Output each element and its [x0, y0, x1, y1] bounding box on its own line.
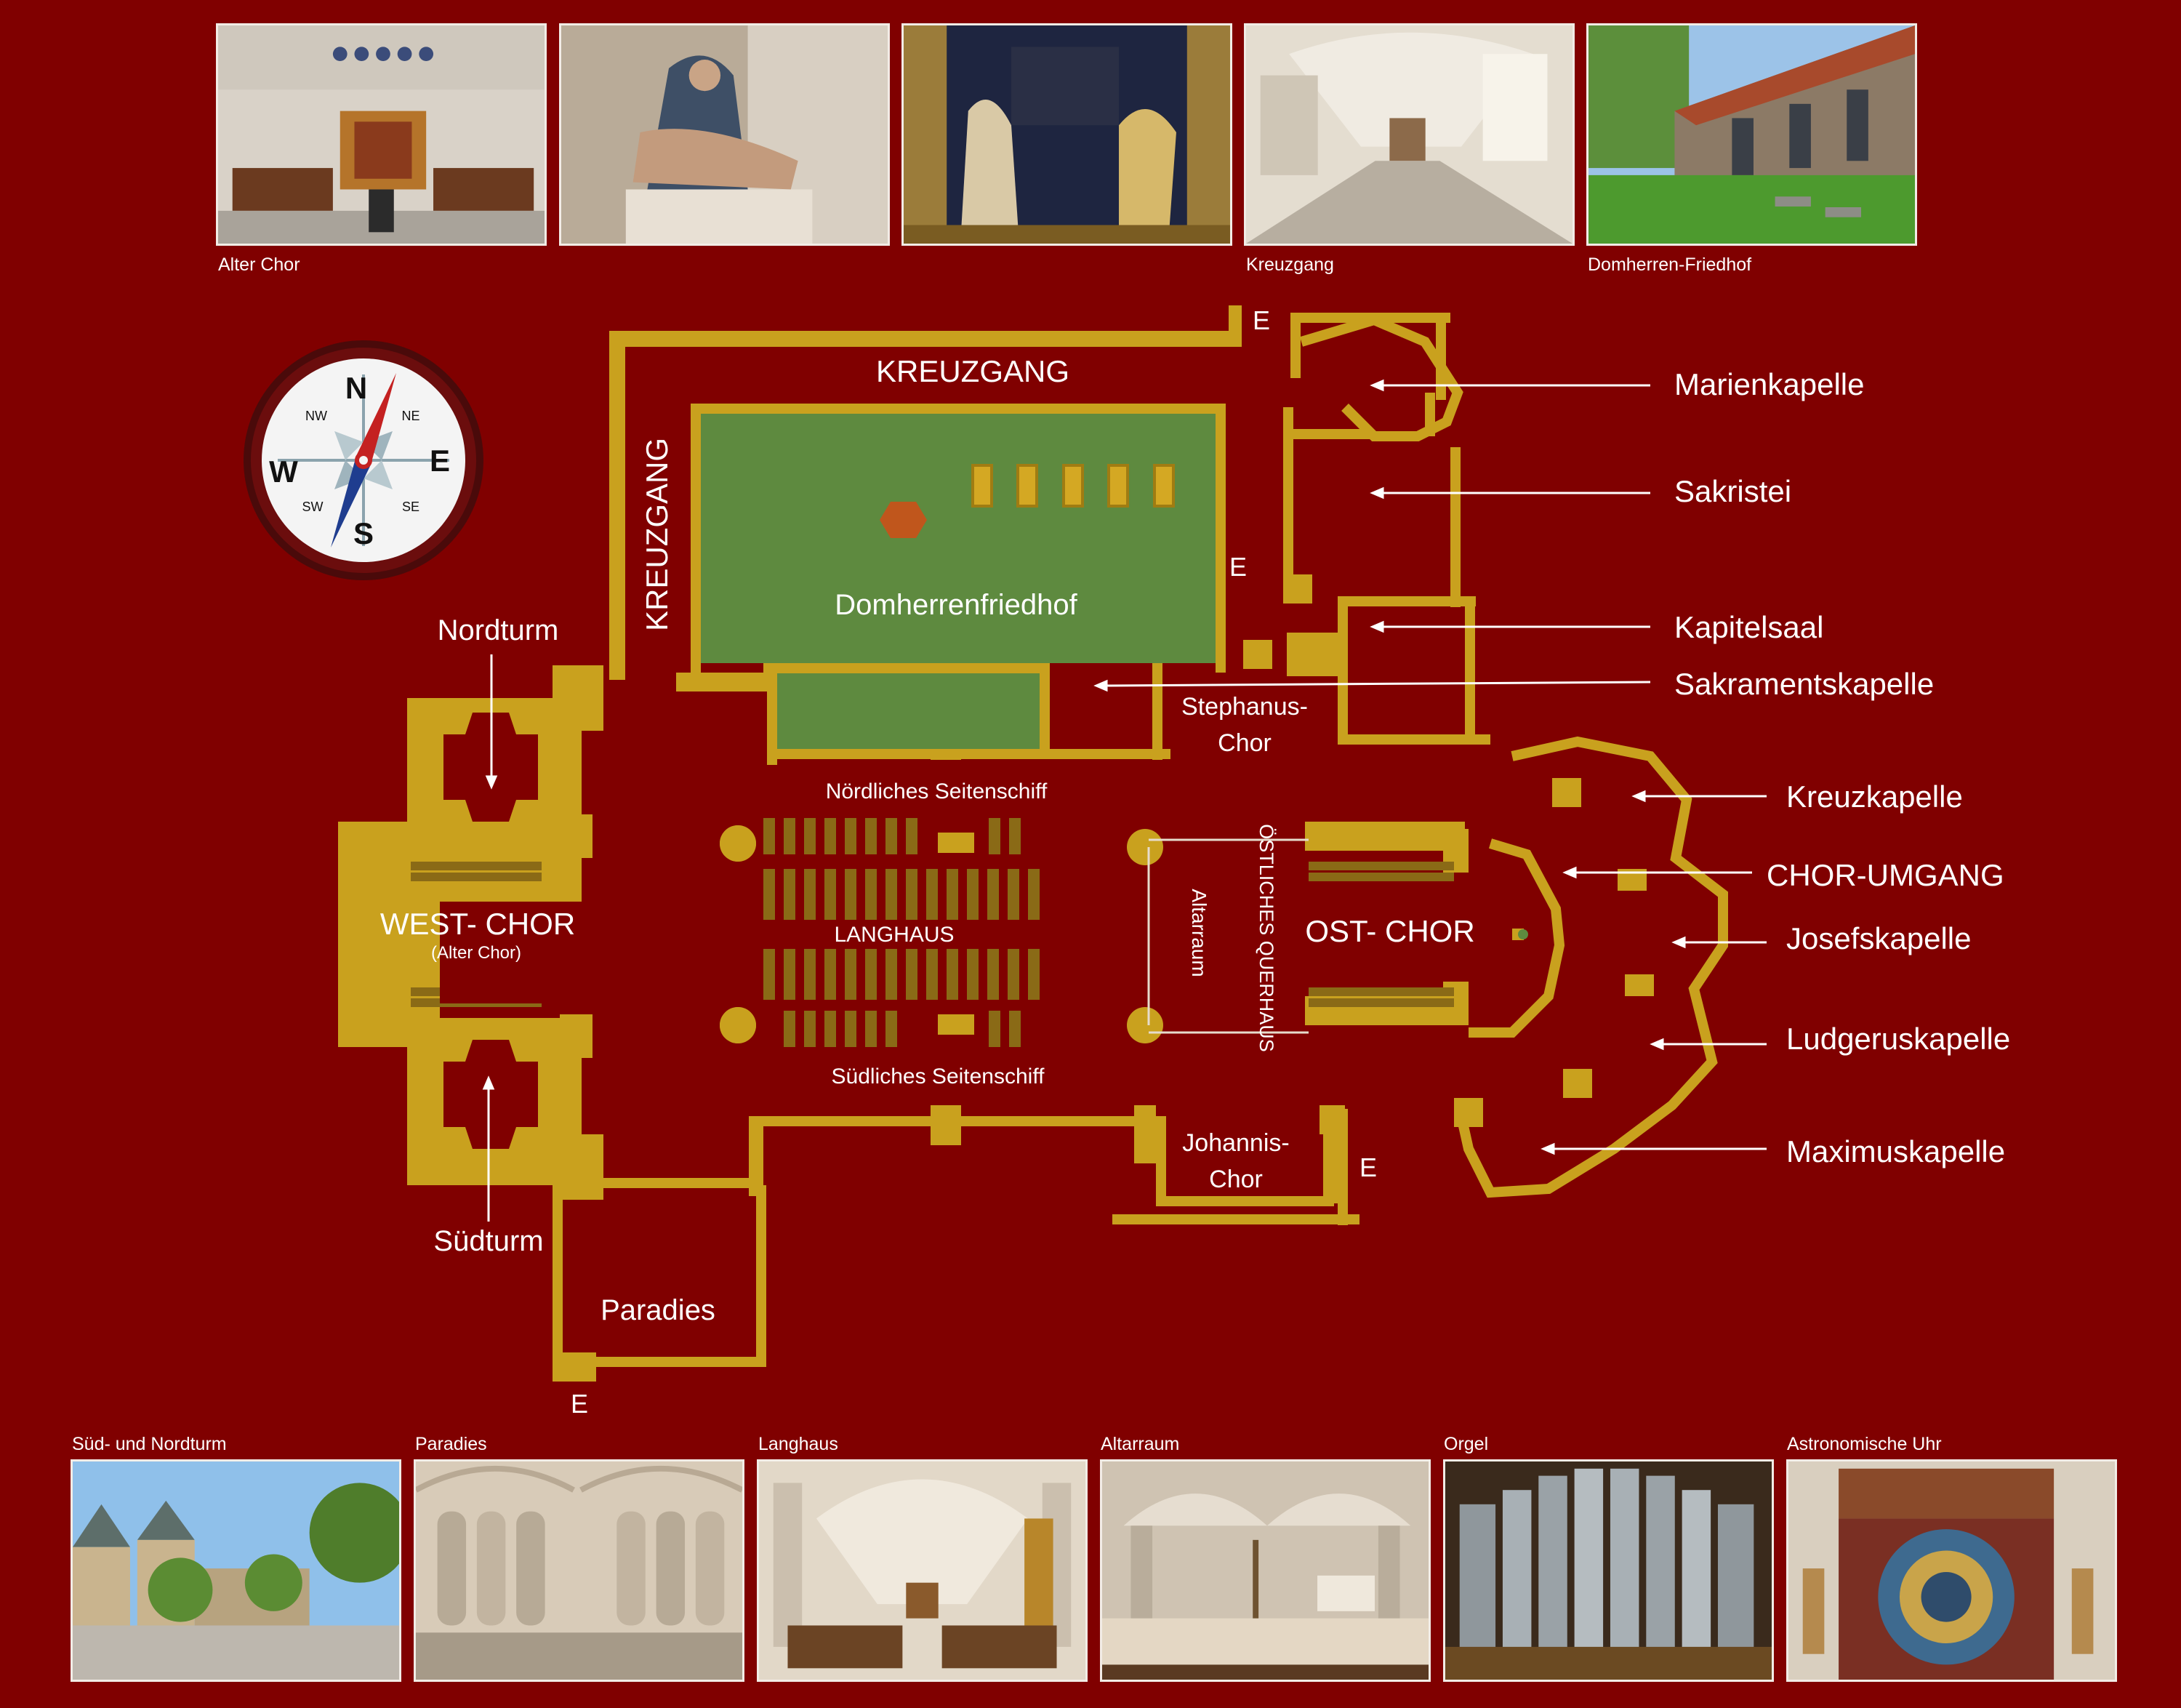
label-marienkapelle: Marienkapelle — [1674, 367, 1864, 401]
label-kapitelsaal: Kapitelsaal — [1674, 610, 1823, 644]
label-johannis-chor-1: Johannis- — [1182, 1129, 1289, 1157]
label-sakramentskapelle: Sakramentskapelle — [1674, 667, 1934, 701]
entrance-marker: E — [571, 1389, 588, 1419]
photo-epitaph — [901, 23, 1232, 246]
label-noerdliches-seitenschiff: Nördliches Seitenschiff — [826, 779, 1048, 803]
photo-pieta — [559, 23, 890, 246]
label-chor-umgang: CHOR-UMGANG — [1767, 858, 2004, 892]
photo-astronomische-uhr — [1786, 1459, 2117, 1682]
photo-orgel — [1443, 1459, 1774, 1682]
compass-ne: NE — [401, 409, 419, 423]
compass-w: W — [269, 454, 298, 489]
compass-e: E — [430, 444, 450, 478]
label-kreuzkapelle: Kreuzkapelle — [1786, 779, 1963, 814]
caption-langhaus: Langhaus — [758, 1434, 838, 1454]
label-josefskapelle: Josefskapelle — [1786, 921, 1971, 955]
photo-domherren-friedhof — [1586, 23, 1917, 246]
label-johannis-chor-2: Chor — [1209, 1166, 1263, 1193]
label-altarraum: Altarraum — [1188, 889, 1210, 977]
label-langhaus: LANGHAUS — [834, 923, 954, 947]
label-ost-chor: OST- CHOR — [1305, 914, 1474, 948]
arrow-sakramentskapelle — [1101, 681, 1651, 687]
label-sakristei: Sakristei — [1674, 474, 1791, 508]
entrance-marker: E — [1359, 1152, 1377, 1182]
photo-paradies — [414, 1459, 744, 1682]
caption-kreuzgang: Kreuzgang — [1246, 254, 1334, 275]
label-stephanus-chor-1: Stephanus- — [1181, 693, 1308, 721]
label-paradies: Paradies — [601, 1294, 715, 1326]
label-ludgeruskapelle: Ludgeruskapelle — [1786, 1022, 2010, 1056]
photo-alter-chor — [216, 23, 547, 246]
label-suedturm: Südturm — [433, 1225, 543, 1257]
caption-sued-nordturm: Süd- und Nordturm — [72, 1434, 227, 1454]
label-kreuzgang-north: KREUZGANG — [876, 354, 1069, 388]
label-nordturm: Nordturm — [438, 614, 559, 646]
caption-altarraum: Altarraum — [1101, 1434, 1180, 1454]
compass-rose: N S E W NE NW SE SW — [244, 340, 483, 580]
compass-nw: NW — [305, 409, 327, 423]
label-alter-chor: (Alter Chor) — [431, 943, 521, 963]
caption-domherren-friedhof: Domherren-Friedhof — [1588, 254, 1752, 275]
compass-s: S — [353, 516, 374, 550]
label-maximuskapelle: Maximuskapelle — [1786, 1134, 2005, 1168]
caption-orgel: Orgel — [1444, 1434, 1489, 1454]
compass-sw: SW — [302, 500, 324, 514]
label-kreuzgang-west: KREUZGANG — [640, 438, 674, 631]
label-suedliches-seitenschiff: Südliches Seitenschiff — [832, 1065, 1045, 1088]
entrance-marker: E — [1229, 552, 1247, 582]
entrance-marker: E — [1253, 305, 1270, 335]
photo-altarraum — [1100, 1459, 1431, 1682]
compass-se: SE — [402, 500, 419, 514]
label-domherrenfriedhof: Domherrenfriedhof — [835, 589, 1077, 621]
caption-paradies: Paradies — [415, 1434, 487, 1454]
label-west-chor: WEST- CHOR — [380, 907, 575, 941]
photo-kreuzgang — [1244, 23, 1575, 246]
photo-sued-nordturm — [71, 1459, 401, 1682]
caption-astronomische-uhr: Astronomische Uhr — [1787, 1434, 1942, 1454]
label-stephanus-chor-2: Chor — [1218, 729, 1272, 757]
photo-langhaus — [757, 1459, 1088, 1682]
compass-n: N — [345, 371, 367, 405]
caption-alter-chor: Alter Chor — [218, 254, 300, 275]
label-oestliches-querhaus: ÖSTLICHES QUERHAUS — [1256, 824, 1277, 1052]
